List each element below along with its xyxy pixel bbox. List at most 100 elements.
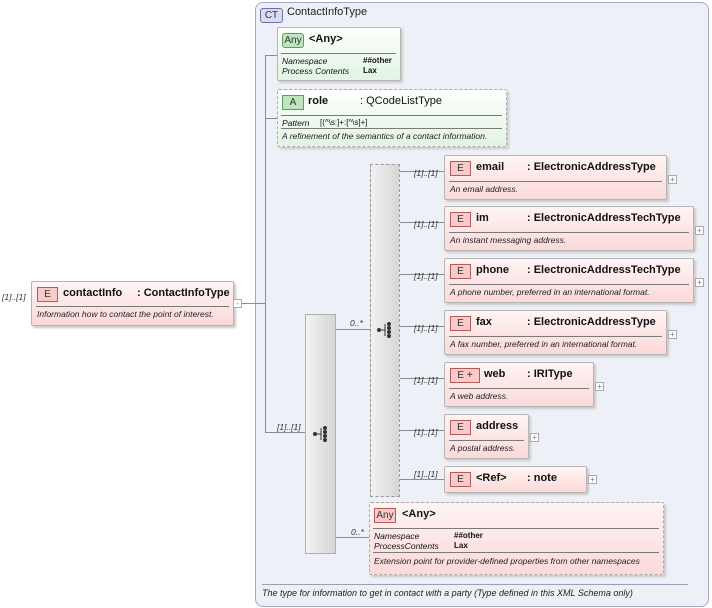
- email-doc: An email address.: [450, 184, 519, 194]
- root-element-node[interactable]: E contactInfo : ContactInfoType Informat…: [31, 281, 234, 326]
- root-element-type: : ContactInfoType: [137, 287, 230, 299]
- separator: [281, 53, 396, 54]
- im-name: im: [476, 212, 489, 224]
- element-badge: E: [450, 264, 471, 279]
- any-attribute-badge: Any: [282, 33, 304, 48]
- any-element-cardinality: 0..*: [351, 527, 364, 537]
- address-cardinality: [1]..[1]: [414, 427, 438, 437]
- address-doc: A postal address.: [450, 443, 516, 453]
- namespace-label: Namespace: [374, 531, 420, 541]
- namespace-value: ##other: [454, 531, 483, 540]
- ref-note-element-node[interactable]: E <Ref> : note: [444, 466, 587, 493]
- attribute-badge: A: [282, 95, 304, 110]
- email-name: email: [476, 161, 505, 173]
- pattern-value: [(^\s:]+:[^\s]+]: [320, 118, 368, 127]
- branch-address: [399, 430, 444, 431]
- expand-icon[interactable]: +: [668, 175, 677, 184]
- role-attribute-name: role: [308, 95, 329, 107]
- root-element-name: contactInfo: [63, 287, 123, 299]
- expand-icon[interactable]: +: [530, 433, 539, 442]
- ref-cardinality: [1]..[1]: [414, 469, 438, 479]
- role-attribute-doc: A refinement of the semantics of a conta…: [282, 131, 488, 141]
- fax-cardinality: [1]..[1]: [414, 323, 438, 333]
- element-badge-letter: E: [457, 370, 465, 381]
- choice-compositor[interactable]: [370, 164, 400, 497]
- expand-icon[interactable]: +: [588, 475, 597, 484]
- trunk-line: [265, 55, 266, 433]
- separator: [449, 232, 689, 233]
- email-cardinality: [1]..[1]: [414, 168, 438, 178]
- im-element-node[interactable]: E im : ElectronicAddressTechType An inst…: [444, 206, 694, 251]
- footer-divider: [262, 584, 688, 585]
- role-attr-connector: [265, 118, 277, 119]
- email-element-node[interactable]: E email : ElectronicAddressType An email…: [444, 155, 667, 200]
- fax-doc: A fax number, preferred in an internatio…: [450, 339, 638, 349]
- root-element-doc: Information how to contact the point of …: [37, 309, 214, 319]
- im-type: : ElectronicAddressTechType: [527, 212, 681, 224]
- address-element-node[interactable]: E address A postal address.: [444, 414, 529, 459]
- expand-icon[interactable]: +: [695, 226, 704, 235]
- fax-type: : ElectronicAddressType: [527, 316, 656, 328]
- choice-connector: [335, 329, 370, 330]
- any-elem-connector: [335, 537, 370, 538]
- web-cardinality: [1]..[1]: [414, 375, 438, 385]
- sequence-cardinality: [1]..[1]: [277, 422, 301, 432]
- web-type: : IRIType: [527, 368, 573, 380]
- im-doc: An instant messaging address.: [450, 235, 567, 245]
- complex-type-badge: CT: [260, 8, 283, 23]
- element-badge: E: [450, 316, 471, 331]
- any-attr-connector: [265, 55, 277, 56]
- branch-fax: [399, 326, 444, 327]
- element-badge: E: [450, 161, 471, 176]
- namespace-value: ##other: [363, 56, 392, 65]
- branch-web: [399, 378, 444, 379]
- phone-element-node[interactable]: E phone : ElectronicAddressTechType A ph…: [444, 258, 694, 303]
- process-contents-value: Lax: [454, 541, 468, 550]
- branch-phone: [399, 274, 444, 275]
- phone-type: : ElectronicAddressTechType: [527, 264, 681, 276]
- separator: [449, 336, 662, 337]
- separator: [373, 552, 659, 553]
- web-name: web: [484, 368, 506, 380]
- separator: [449, 181, 662, 182]
- role-attribute-type: : QCodeListType: [360, 95, 442, 107]
- ref-type: : note: [527, 472, 557, 484]
- choice-icon: [377, 322, 391, 338]
- expand-icon[interactable]: +: [595, 382, 604, 391]
- any-element-node[interactable]: Any <Any> Namespace ##other ProcessConte…: [369, 502, 664, 575]
- address-name: address: [476, 420, 519, 432]
- choice-cardinality: 0..*: [350, 318, 363, 328]
- root-connector: [237, 303, 265, 304]
- sequence-icon: [313, 426, 327, 442]
- web-element-node[interactable]: E + web : IRIType A web address.: [444, 362, 594, 407]
- branch-email: [399, 171, 444, 172]
- role-attribute-node[interactable]: A role : QCodeListType Pattern [(^\s:]+:…: [277, 89, 507, 147]
- complex-type-title: ContactInfoType: [287, 6, 368, 18]
- ref-name: <Ref>: [476, 472, 507, 484]
- element-badge: E: [450, 212, 471, 227]
- pattern-label: Pattern: [282, 118, 310, 128]
- sequence-compositor[interactable]: [305, 314, 336, 554]
- collapse-icon[interactable]: -: [233, 299, 242, 308]
- separator: [281, 128, 502, 129]
- expand-icon[interactable]: +: [695, 278, 704, 287]
- element-badge: E: [450, 420, 471, 435]
- expand-icon[interactable]: +: [668, 330, 677, 339]
- branch-ref: [399, 479, 444, 480]
- im-cardinality: [1]..[1]: [414, 219, 438, 229]
- branch-im: [399, 222, 444, 223]
- separator: [373, 528, 659, 529]
- separator: [36, 306, 229, 307]
- phone-name: phone: [476, 264, 509, 276]
- root-cardinality: [1]..[1]: [2, 292, 26, 302]
- process-contents-label: ProcessContents: [374, 541, 439, 551]
- fax-element-node[interactable]: E fax : ElectronicAddressType A fax numb…: [444, 310, 667, 355]
- element-badge: E +: [450, 368, 480, 383]
- any-attribute-node[interactable]: Any <Any> Namespace ##other Process Cont…: [277, 27, 401, 81]
- separator: [449, 284, 689, 285]
- process-contents-value: Lax: [363, 66, 377, 75]
- fax-name: fax: [476, 316, 492, 328]
- phone-doc: A phone number, preferred in an internat…: [450, 287, 650, 297]
- complex-type-footer: The type for information to get in conta…: [262, 588, 633, 598]
- process-contents-label: Process Contents: [282, 66, 350, 76]
